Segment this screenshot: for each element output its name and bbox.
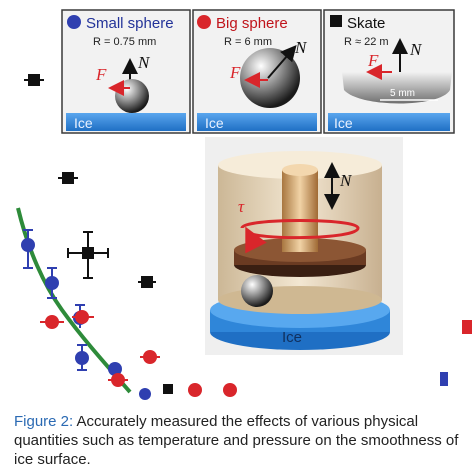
rotating-shaft bbox=[282, 170, 318, 252]
background-plot bbox=[16, 74, 472, 400]
skate-force-label: F bbox=[367, 51, 379, 70]
small-sphere-normal-label: N bbox=[137, 53, 151, 72]
skate-radius: R ≈ 22 m bbox=[344, 36, 389, 48]
big-sphere-normal-label: N bbox=[294, 38, 308, 57]
red-point bbox=[45, 315, 59, 329]
blue-point bbox=[108, 362, 122, 376]
skate-title: Skate bbox=[347, 15, 385, 32]
small-sphere-title: Small sphere bbox=[86, 15, 174, 32]
big-sphere bbox=[240, 48, 300, 108]
skate-scale-label: 5 mm bbox=[390, 88, 415, 99]
big-sphere-force-label: F bbox=[229, 63, 241, 82]
caption-label: Figure 2: bbox=[14, 413, 74, 430]
red-point bbox=[188, 383, 202, 397]
black-point bbox=[82, 247, 94, 259]
big-sphere-marker bbox=[197, 15, 211, 29]
inset-small-sphere: Small sphere R = 0.75 mm N F Ice bbox=[61, 9, 191, 134]
blue-point bbox=[139, 388, 151, 400]
ice-bar bbox=[328, 113, 450, 131]
red-point bbox=[462, 320, 472, 334]
blue-point bbox=[440, 372, 448, 386]
small-sphere-radius: R = 0.75 mm bbox=[93, 36, 156, 48]
apparatus-ice-label: Ice bbox=[282, 329, 302, 346]
small-sphere-marker bbox=[67, 15, 81, 29]
red-point bbox=[75, 310, 89, 324]
skate-marker bbox=[330, 15, 342, 27]
blue-point bbox=[75, 351, 89, 365]
plot-red-error-bars bbox=[40, 316, 160, 381]
apparatus-illustration: Ice τ N bbox=[205, 137, 403, 355]
red-point bbox=[111, 373, 125, 387]
inset-big-sphere: Big sphere R = 6 mm N F Ice bbox=[192, 9, 322, 134]
apparatus-normal-label: N bbox=[339, 171, 353, 190]
ice-bar bbox=[66, 113, 186, 131]
red-point bbox=[223, 383, 237, 397]
blue-point bbox=[21, 238, 35, 252]
small-sphere bbox=[115, 79, 149, 113]
big-sphere-radius: R = 6 mm bbox=[224, 36, 272, 48]
inset-skate: Skate R ≈ 22 m N F 5 mm Ice bbox=[323, 9, 455, 134]
figure-artwork: Small sphere R = 0.75 mm N F Ice Big sph… bbox=[16, 9, 472, 400]
ice-bar bbox=[197, 113, 317, 131]
big-sphere-ice-label: Ice bbox=[205, 115, 224, 131]
black-point bbox=[163, 384, 173, 394]
blue-point bbox=[45, 276, 59, 290]
black-point bbox=[141, 276, 153, 288]
skate-normal-label: N bbox=[409, 40, 423, 59]
torque-label: τ bbox=[238, 197, 245, 216]
small-sphere-force-label: F bbox=[95, 65, 107, 84]
small-sphere-ice-label: Ice bbox=[74, 115, 93, 131]
figure-caption: Figure 2: Accurately measured the effect… bbox=[14, 412, 466, 469]
skate-ice-label: Ice bbox=[334, 115, 353, 131]
black-point bbox=[62, 172, 74, 184]
red-point bbox=[143, 350, 157, 364]
black-point bbox=[28, 74, 40, 86]
test-sphere bbox=[241, 275, 273, 307]
big-sphere-title: Big sphere bbox=[216, 15, 288, 32]
caption-text: Accurately measured the effects of vario… bbox=[14, 413, 459, 468]
